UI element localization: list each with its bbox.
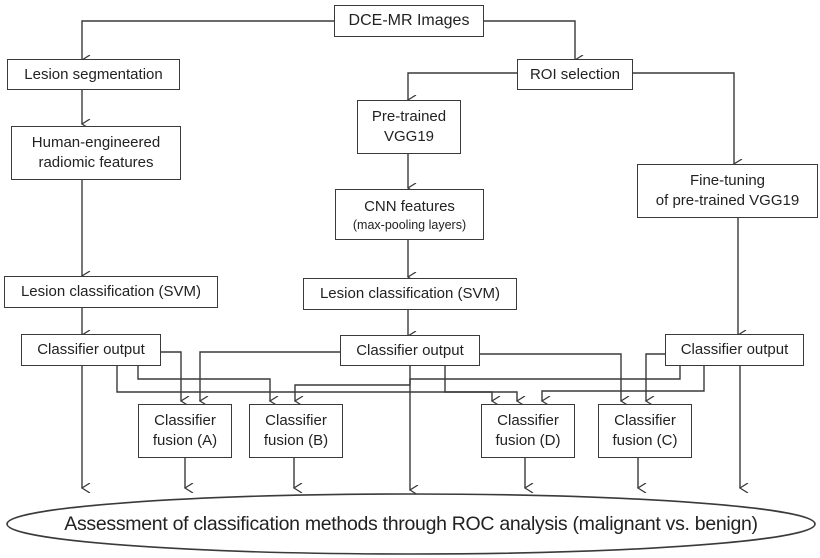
edge-output-left-to-fusion-a <box>160 351 181 401</box>
node-classifier-output-right: Classifier output <box>665 334 804 366</box>
node-label-line2: fusion (C) <box>612 432 678 449</box>
edge-output-right-to-fusion-d <box>542 365 705 401</box>
node-label-line2: VGG19 <box>383 128 435 145</box>
node-finetuning-vgg19: Fine-tuning of pre-trained VGG19 <box>637 164 818 218</box>
node-lesion-segmentation: Lesion segmentation <box>7 59 180 90</box>
node-pretrained-vgg19: Pre-trained VGG19 <box>357 100 461 154</box>
node-label: Lesion segmentation <box>24 65 163 83</box>
node-label-line1: Pre-trained <box>371 108 447 125</box>
node-label-line2: radiomic features <box>38 154 154 171</box>
edge-output-right-to-fusion-b <box>295 384 410 401</box>
node-label: Lesion classification (SVM) <box>319 285 501 302</box>
node-label: Assessment of classification methods thr… <box>64 512 758 535</box>
node-classifier-fusion-d: Classifier fusion (D) <box>481 404 575 458</box>
edge-dce-to-segmentation <box>82 20 334 60</box>
node-label-line1: Classifier <box>614 412 676 429</box>
node-label-line2: of pre-trained VGG19 <box>655 192 800 209</box>
node-label: Classifier output <box>37 341 145 358</box>
node-label-line1: CNN features <box>364 197 455 215</box>
edge-roi-to-pretrained <box>408 72 518 100</box>
node-label: Classifier output <box>356 341 464 359</box>
node-classifier-fusion-a: Classifier fusion (A) <box>138 404 232 458</box>
edge-roi-to-finetuning <box>632 72 734 164</box>
node-classifier-output-left: Classifier output <box>21 334 161 366</box>
node-roi-selection: ROI selection <box>517 59 633 90</box>
node-cnn-features: CNN features (max-pooling layers) <box>335 189 484 240</box>
node-assessment-roc: Assessment of classification methods thr… <box>8 495 814 553</box>
node-label-line1: Fine-tuning <box>689 172 766 189</box>
assessment-ellipse <box>6 493 816 555</box>
node-label-line1: Classifier <box>154 412 216 429</box>
node-classifier-fusion-c: Classifier fusion (C) <box>598 404 692 458</box>
node-classifier-fusion-b: Classifier fusion (B) <box>249 404 343 458</box>
node-label-line2: fusion (B) <box>263 432 329 449</box>
edge-output-mid-to-fusion-c <box>479 353 621 401</box>
node-label-line2: fusion (A) <box>152 432 218 449</box>
edge-output-right-to-fusion-c <box>646 353 666 401</box>
edge-output-right-upper <box>409 365 681 385</box>
node-label-line2: fusion (D) <box>495 432 561 449</box>
node-label: ROI selection <box>529 65 621 83</box>
edge-dce-to-roi <box>484 20 575 60</box>
node-label-line2: (max-pooling layers) <box>352 217 467 232</box>
node-label-line1: Human-engineered <box>31 134 161 151</box>
node-human-engineered-features: Human-engineered radiomic features <box>11 126 181 180</box>
node-label: Classifier output <box>680 341 789 358</box>
node-lesion-classification-mid: Lesion classification (SVM) <box>303 278 517 310</box>
edge-output-mid-to-fusion-d <box>444 365 517 401</box>
node-dce-mr-images: DCE-MR Images <box>334 5 484 37</box>
edge-output-mid-to-fusion-a <box>200 351 340 401</box>
node-label: Lesion classification (SVM) <box>20 283 202 300</box>
node-lesion-classification-left: Lesion classification (SVM) <box>4 276 218 308</box>
edge-output-left-to-fusion-b <box>137 365 270 401</box>
node-label-line1: Classifier <box>265 412 327 429</box>
edge-output-left-to-fusion-d <box>116 365 492 401</box>
node-label: DCE-MR Images <box>348 12 470 29</box>
node-classifier-output-mid: Classifier output <box>340 335 480 366</box>
node-label-line1: Classifier <box>497 412 559 429</box>
